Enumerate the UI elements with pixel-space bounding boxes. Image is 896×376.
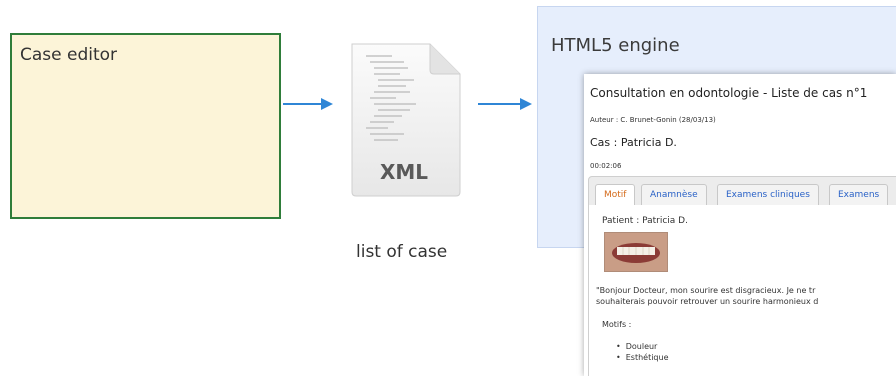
patient-quote-line1: "Bonjour Docteur, mon sourire est disgra… [596,286,816,295]
patient-quote-line2: souhaiterais pouvoir retrouver un sourir… [596,297,819,306]
screenshot-title: Consultation en odontologie - Liste de c… [590,86,868,100]
tab-examens-cliniques[interactable]: Examens cliniques [717,184,819,206]
case-editor-label: Case editor [20,45,118,65]
screenshot-case: Cas : Patricia D. [590,136,677,149]
patient-label: Patient : Patricia D. [602,216,688,226]
smile-photo [604,232,668,272]
tab-anamnese[interactable]: Anamnèse [641,184,707,206]
xml-file-icon: XML [344,42,464,198]
tab-examens[interactable]: Examens [829,184,889,206]
motif-item: Douleur [616,342,658,351]
tab-motif[interactable]: Motif [595,184,636,206]
xml-file-label: XML [379,160,429,184]
motifs-label: Motifs : [602,320,632,329]
arrow-xml-to-engine [478,98,532,110]
screenshot-timer: 00:02:06 [590,162,622,170]
case-editor-box: Case editor [10,33,281,219]
screenshot-author: Auteur : C. Brunet-Gonin (28/03/13) [590,116,716,124]
engine-screenshot: Consultation en odontologie - Liste de c… [584,74,896,376]
html5-engine-label: HTML5 engine [551,35,680,56]
xml-file-caption: list of case [356,242,448,262]
arrow-editor-to-xml [283,98,333,110]
motif-item: Esthétique [616,353,669,362]
